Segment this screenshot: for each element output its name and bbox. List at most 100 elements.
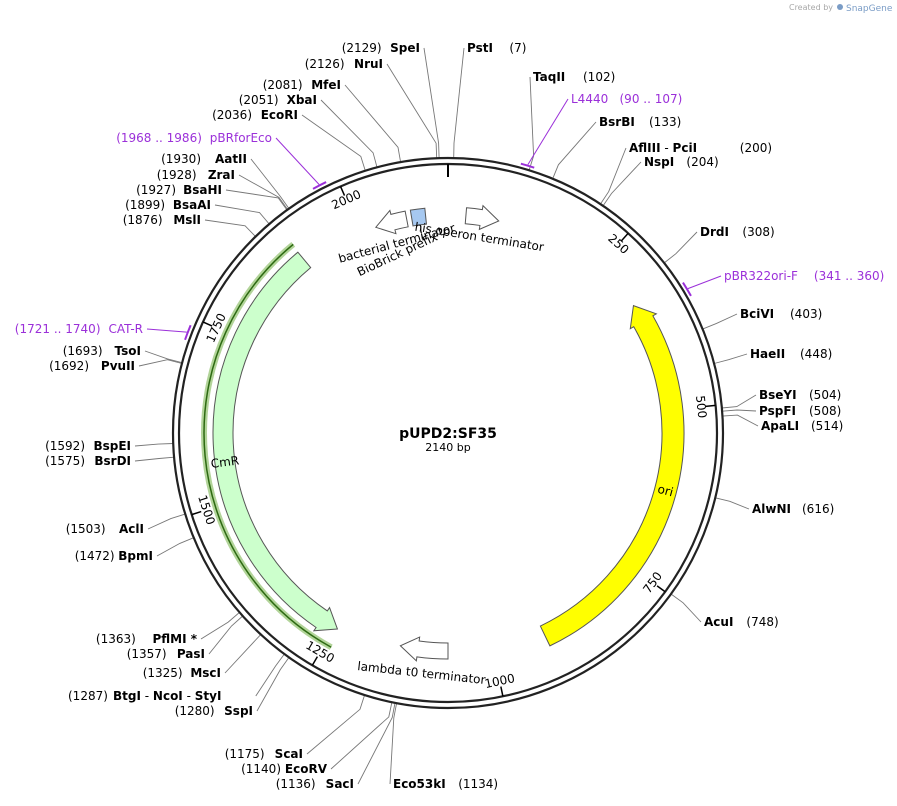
enzyme-site-saci[interactable]: SacI(1136) (276, 777, 354, 791)
enzyme-site-bsaai[interactable]: BsaAI(1899) (125, 198, 211, 212)
enzyme-site-mfei[interactable]: MfeI(2081) (263, 78, 341, 92)
enzyme-site-pasi[interactable]: PasI(1357) (127, 647, 205, 661)
enzyme-site-sspi[interactable]: SspI(1280) (175, 704, 253, 718)
enzyme-name-part: AclI (119, 522, 144, 536)
enzyme-leader-alwni (715, 497, 750, 510)
enzyme-name-part: BspEI (93, 439, 131, 453)
enzyme-site-nspi[interactable]: NspI(204) (644, 155, 719, 169)
enzyme-position: (1930) (161, 152, 201, 166)
enzyme-position: (1287) (68, 689, 108, 703)
enzyme-site-acli[interactable]: AclI (1503) (66, 522, 144, 536)
enzyme-site-bpmi[interactable]: BpmI(1472) (75, 549, 153, 563)
enzyme-site-apali[interactable]: ApaLI(514) (761, 419, 843, 433)
enzyme-site-bspei[interactable]: BspEI(1592) (45, 439, 131, 453)
enzyme-leader-pasi (208, 615, 243, 655)
enzyme-site-bsrbi[interactable]: BsrBI(133) (599, 115, 681, 129)
enzyme-position: (1503) (66, 522, 106, 536)
enzyme-site-msli[interactable]: MslI(1876) (123, 213, 201, 227)
credit-prefix: Created by (789, 3, 833, 12)
enzyme-leader-nrui (386, 63, 438, 159)
enzyme-site-alwni[interactable]: AlwNI(616) (752, 502, 834, 516)
enzyme-site-zrai[interactable]: ZraI(1928) (157, 168, 235, 182)
enzyme-site-pflmi[interactable]: PflMI *(1363) (96, 632, 198, 646)
enzyme-site-bseyi[interactable]: BseYI(504) (759, 388, 841, 402)
enzyme-name: AflIII - PciI (629, 141, 697, 155)
enzyme-name-part: TsoI (115, 344, 141, 358)
tick-250 (620, 232, 629, 242)
primer-mark (682, 282, 692, 297)
enzyme-position: (1280) (175, 704, 215, 718)
enzyme-name-part: AflIII (629, 141, 661, 155)
enzyme-name: AatII (215, 152, 247, 166)
enzyme-site-xbai[interactable]: XbaI(2051) (239, 93, 317, 107)
primer-mark (520, 162, 535, 169)
enzyme-site-ecori[interactable]: EcoRI(2036) (212, 108, 298, 122)
enzyme-site-eco53ki[interactable]: Eco53kI(1134) (393, 777, 498, 791)
enzyme-site-msci[interactable]: MscI(1325) (143, 666, 221, 680)
enzyme-site-pvuii[interactable]: PvuII(1692) (49, 359, 135, 373)
enzyme-name: BspEI (93, 439, 131, 453)
enzyme-name-part: TaqII (533, 70, 565, 84)
enzyme-leader-msli (204, 219, 256, 237)
enzyme-site-tsoi[interactable]: TsoI (1693) (63, 344, 141, 358)
enzyme-position: (1363) (96, 632, 136, 646)
enzyme-position: (508) (809, 404, 841, 418)
plasmid-name: pUPD2:SF35 (399, 426, 497, 442)
enzyme-leader-acui (670, 593, 702, 623)
tick-label-750: 750 (640, 569, 665, 596)
enzyme-site-bsahi[interactable]: BsaHI(1927) (136, 183, 222, 197)
enzyme-site-nrui[interactable]: NruI(2126) (305, 57, 383, 71)
enzyme-leader-pflmi (200, 612, 240, 640)
enzyme-position: (1928) (157, 168, 197, 182)
enzyme-site-bsrdi[interactable]: BsrDI(1575) (45, 454, 131, 468)
enzyme-site-drdi[interactable]: DrdI(308) (700, 225, 775, 239)
enzyme-name-part: BsaHI (183, 183, 222, 197)
enzyme-leader-bseyi (721, 394, 757, 409)
enzyme-site-pspfi[interactable]: PspFI (508) (759, 404, 841, 418)
primer-l4440[interactable]: L4440(90 .. 107) (520, 92, 682, 169)
primer-name: pBR322ori-F (724, 269, 798, 283)
enzyme-site-haeii[interactable]: HaeII(448) (750, 347, 832, 361)
primer-pbrforeco[interactable]: pBRforEco(1968 .. 1986) (116, 131, 327, 190)
enzyme-position: (448) (800, 347, 832, 361)
enzyme-name-part: SacI (326, 777, 354, 791)
enzyme-name: MscI (190, 666, 221, 680)
enzyme-name: MfeI (311, 78, 341, 92)
enzyme-site-bcivi[interactable]: BciVI(403) (740, 307, 822, 321)
enzyme-leader-eco53ki (389, 703, 398, 785)
enzyme-name: BsaHI (183, 183, 222, 197)
enzyme-site-taqii[interactable]: TaqII(102) (533, 70, 615, 84)
enzyme-site-aatii[interactable]: AatII (1930) (161, 152, 247, 166)
enzyme-name-part: AcuI (704, 615, 733, 629)
primer-mark (312, 181, 327, 190)
primer-pbr322ori-f[interactable]: pBR322ori-F(341 .. 360) (682, 269, 884, 297)
enzyme-name-part: BtgI (113, 689, 141, 703)
enzyme-site-spei[interactable]: SpeI(2129) (342, 41, 420, 55)
enzyme-leader-nspi (602, 161, 642, 207)
enzyme-site-ecorv[interactable]: EcoRV(1140) (241, 762, 328, 776)
snapgene-logo-icon (837, 4, 843, 10)
enzyme-name-part: PspFI (759, 404, 796, 418)
enzyme-site-psti[interactable]: PstI(7) (467, 41, 526, 55)
enzyme-site-acui[interactable]: AcuI(748) (704, 615, 779, 629)
enzyme-position: (1693) (63, 344, 103, 358)
primer-leader (687, 275, 722, 290)
tick-label-250: 250 (605, 231, 631, 257)
primer-name: pBRforEco (210, 131, 272, 145)
enzyme-name-part: AatII (215, 152, 247, 166)
enzyme-leader-xbai (320, 99, 378, 168)
enzyme-name: BsaAI (173, 198, 211, 212)
enzyme-name-part: EcoRV (285, 762, 328, 776)
enzyme-leader-apali (722, 414, 759, 427)
enzyme-site-scai[interactable]: ScaI(1175) (225, 747, 303, 761)
tick-label-500: 500 (693, 395, 709, 419)
enzyme-position: (1472) (75, 549, 115, 563)
enzyme-site-afliii[interactable]: AflIII - PciI(200) (629, 141, 772, 155)
enzyme-site-btgi[interactable]: (1287)BtgI - NcoI - StyI (68, 689, 221, 703)
enzyme-name: BsrBI (599, 115, 635, 129)
primer-cat-r[interactable]: CAT-R(1721 .. 1740) (15, 322, 192, 341)
enzyme-name-part: BsrBI (599, 115, 635, 129)
enzyme-name-part: NruI (354, 57, 383, 71)
enzyme-name: DrdI (700, 225, 729, 239)
